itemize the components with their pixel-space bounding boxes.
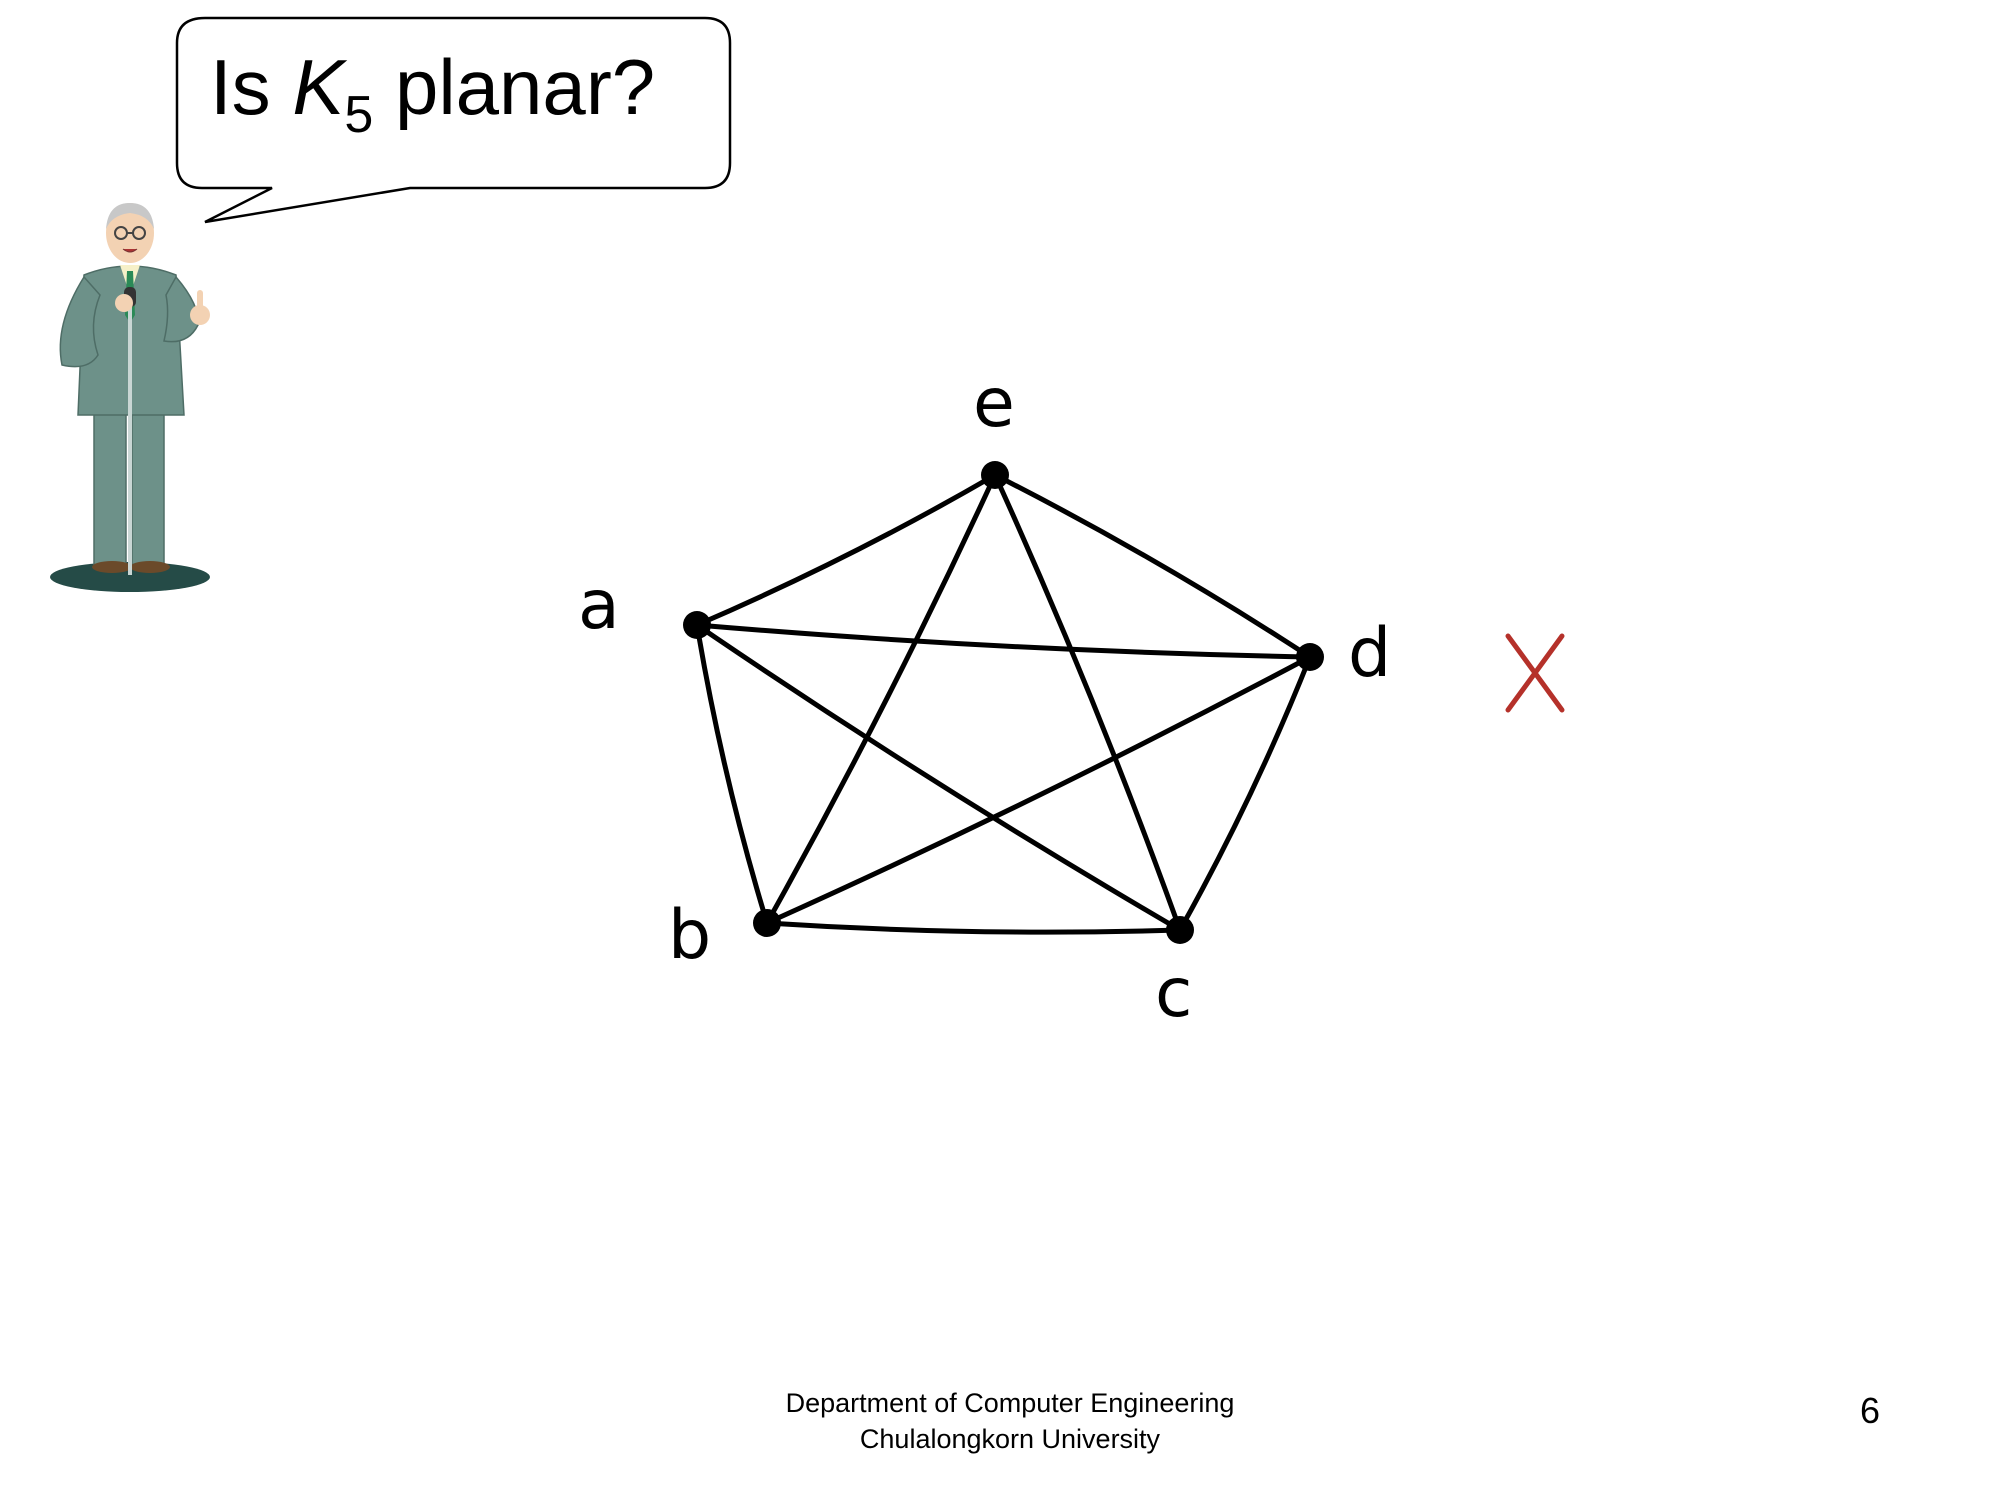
vertex-label-e: e (973, 364, 1015, 443)
speech-bubble-text: Is K5 planar? (210, 48, 655, 141)
vertex-label-d: d (1348, 614, 1392, 693)
edge-a-c (694, 622, 1183, 933)
vertex-b (753, 909, 781, 937)
edge-a-b (694, 622, 770, 926)
footer-university: Chulalongkorn University (859, 1424, 1161, 1454)
presenter-illustration (50, 203, 210, 592)
cross-icon (1505, 633, 1565, 713)
edge-b-e (764, 472, 998, 926)
vertex-label-b: b (668, 896, 712, 975)
edge-b-d (764, 654, 1313, 926)
vertex-d (1296, 643, 1324, 671)
speech-bubble (175, 16, 732, 224)
vertex-c (1166, 916, 1194, 944)
vertex-a (683, 611, 711, 639)
graph-vertices (683, 461, 1324, 944)
edge-a-d (694, 622, 1313, 660)
edge-d-e (992, 472, 1313, 660)
page-number: 6 (1860, 1390, 1881, 1431)
vertex-label-c: c (1155, 954, 1193, 1033)
question-prefix: Is (210, 43, 293, 131)
footer-department: Department of Computer Engineering (785, 1388, 1235, 1418)
vertex-e (981, 461, 1009, 489)
edge-c-e (992, 472, 1183, 933)
vertex-label-a: a (578, 566, 620, 645)
edge-a-e (694, 472, 998, 628)
graph-edges (694, 472, 1313, 935)
question-suffix: planar? (373, 43, 656, 131)
edge-b-c (764, 920, 1183, 935)
graph-variable: K (292, 43, 345, 131)
edge-c-d (1177, 654, 1313, 933)
graph-subscript: 5 (344, 86, 374, 144)
